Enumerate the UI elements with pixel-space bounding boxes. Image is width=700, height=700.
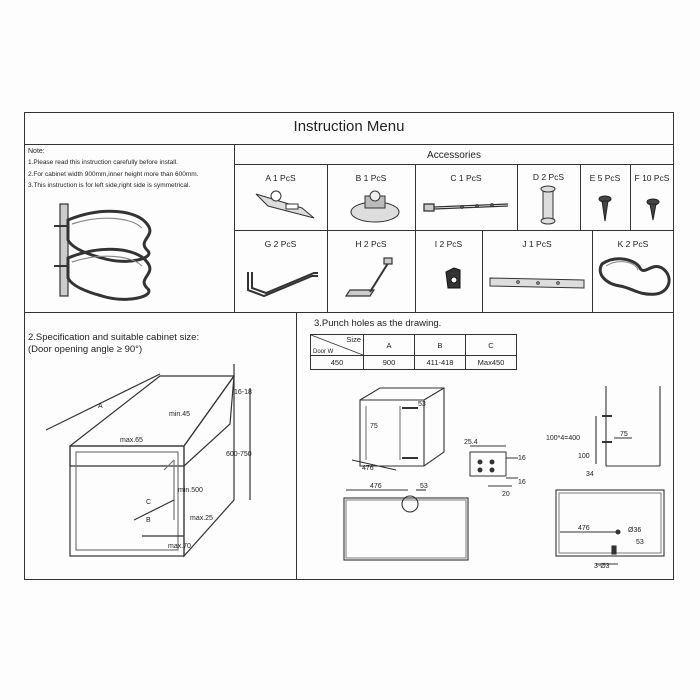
accessory-i-label: I 2 PcS [434, 239, 463, 249]
arm-bracket-icon [344, 257, 393, 297]
clip-icon [445, 267, 461, 289]
corner-basket-illustration [54, 203, 152, 301]
screw-icon [598, 195, 612, 222]
dim-600-750: 600-750 [226, 451, 252, 458]
dim-476c: 476 [578, 525, 590, 532]
sleeve-icon [540, 185, 556, 225]
spec-title-line-2: (Door opening angle ≥ 90°) [28, 344, 143, 355]
accessory-c-label: C 1 PcS [450, 173, 482, 183]
dim-476b: 476 [370, 483, 382, 490]
dim-20: 20 [502, 491, 510, 498]
acc-divider [327, 164, 328, 230]
acc-divider [415, 164, 416, 230]
rail-icon [489, 277, 585, 289]
dim-max70: max.70 [168, 543, 191, 550]
dim-max25: max.25 [190, 515, 213, 522]
accessory-d-label: D 2 PcS [532, 172, 565, 182]
dim-dia3: 3-Ø3 [594, 563, 610, 570]
dim-a: A [98, 403, 103, 410]
size-header: Size [346, 335, 361, 344]
accessory-k-label: K 2 PcS [617, 239, 649, 249]
pivot-base-icon [350, 190, 400, 223]
acc-divider [517, 164, 518, 230]
dim-16-18: 16-18 [234, 389, 252, 396]
dim-c: C [146, 499, 151, 506]
dim-75b: 75 [620, 431, 628, 438]
dim-25-4: 25.4 [464, 439, 478, 446]
note-line-1: 1.Please read this instruction carefully… [28, 159, 178, 166]
note-divider [234, 144, 235, 312]
table-header-a: A [363, 334, 415, 356]
acc-divider [630, 164, 631, 230]
title-divider [24, 144, 674, 145]
screw-icon [646, 198, 660, 221]
note-line-3: 3.This instruction is for left side,righ… [28, 182, 191, 189]
note-line-2: 2.For cabinet width 900mm,inner height m… [28, 171, 199, 178]
accessory-j-label: J 1 PcS [522, 239, 552, 249]
punch-title: 3.Punch holes as the drawing. [314, 318, 442, 329]
dim-75a: 75 [370, 423, 378, 430]
acc-divider [592, 230, 593, 312]
hole-detail-drawing: 25.4 16 16 20 [464, 439, 526, 498]
dim-53b: 53 [420, 483, 428, 490]
dim-53c: 53 [636, 539, 644, 546]
rod-icon [423, 203, 509, 212]
page-title: Instruction Menu [293, 118, 405, 135]
dim-100x4: 100*4=400 [546, 435, 580, 442]
kidney-basket-icon [598, 257, 671, 296]
spec-title-line-1: 2.Specification and suitable cabinet siz… [28, 332, 200, 343]
acc-divider [415, 230, 416, 312]
dim-min500: min.500 [178, 487, 203, 494]
acc-divider [482, 230, 483, 312]
acc-divider [327, 230, 328, 312]
dim-53a: 53 [418, 401, 426, 408]
page-frame [24, 112, 674, 580]
dim-b: B [146, 517, 151, 524]
spec-divider [296, 312, 297, 580]
table-header-c: C [465, 334, 517, 356]
accessories-row-divider [234, 230, 674, 231]
side-view-drawing: 100*4=400 75 100 34 [546, 386, 661, 478]
dim-16b: 16 [518, 479, 526, 486]
accessory-h-label: H 2 PcS [355, 239, 387, 249]
mounting-plate-icon [255, 190, 315, 219]
bottom-panel-drawing: 476 53 [343, 483, 469, 561]
table-cell: 450 [310, 355, 364, 370]
size-door-header: Size Door W [310, 334, 364, 356]
base-panel-drawing: 476 Ø36 53 3-Ø3 [555, 489, 665, 570]
table-cell: 411-418 [414, 355, 466, 370]
size-table: Size Door W A B C 450 900 411-418 Max450 [310, 334, 517, 370]
accessory-b-label: B 1 PcS [355, 173, 387, 183]
dim-34: 34 [586, 471, 594, 478]
table-cell: Max450 [465, 355, 517, 370]
dim-16a: 16 [518, 455, 526, 462]
accessory-f-label: F 10 PcS [634, 173, 670, 183]
accessory-g-label: G 2 PcS [264, 239, 297, 249]
dim-max65: max.65 [120, 437, 143, 444]
note-label: Note: [28, 148, 45, 155]
accessory-a-label: A 1 PcS [265, 173, 296, 183]
dim-476a: 476 [362, 465, 374, 472]
dim-min45: min.45 [169, 411, 190, 418]
acc-divider [580, 164, 581, 230]
door-header: Door W [313, 349, 334, 355]
handle-bar-icon [247, 272, 318, 298]
accessories-header-divider [234, 164, 674, 165]
cabinet-spec-drawing: A min.45 16-18 max.65 600-750 min.500 C … [45, 364, 252, 558]
dim-dia36: Ø36 [628, 527, 641, 534]
table-header-b: B [414, 334, 466, 356]
accessory-e-label: E 5 PcS [589, 173, 621, 183]
table-cell: 900 [363, 355, 415, 370]
section-divider [24, 312, 674, 313]
cabinet-punch-drawing: 53 75 476 [351, 387, 445, 472]
dim-100: 100 [578, 453, 590, 460]
accessories-header: Accessories [427, 150, 481, 161]
